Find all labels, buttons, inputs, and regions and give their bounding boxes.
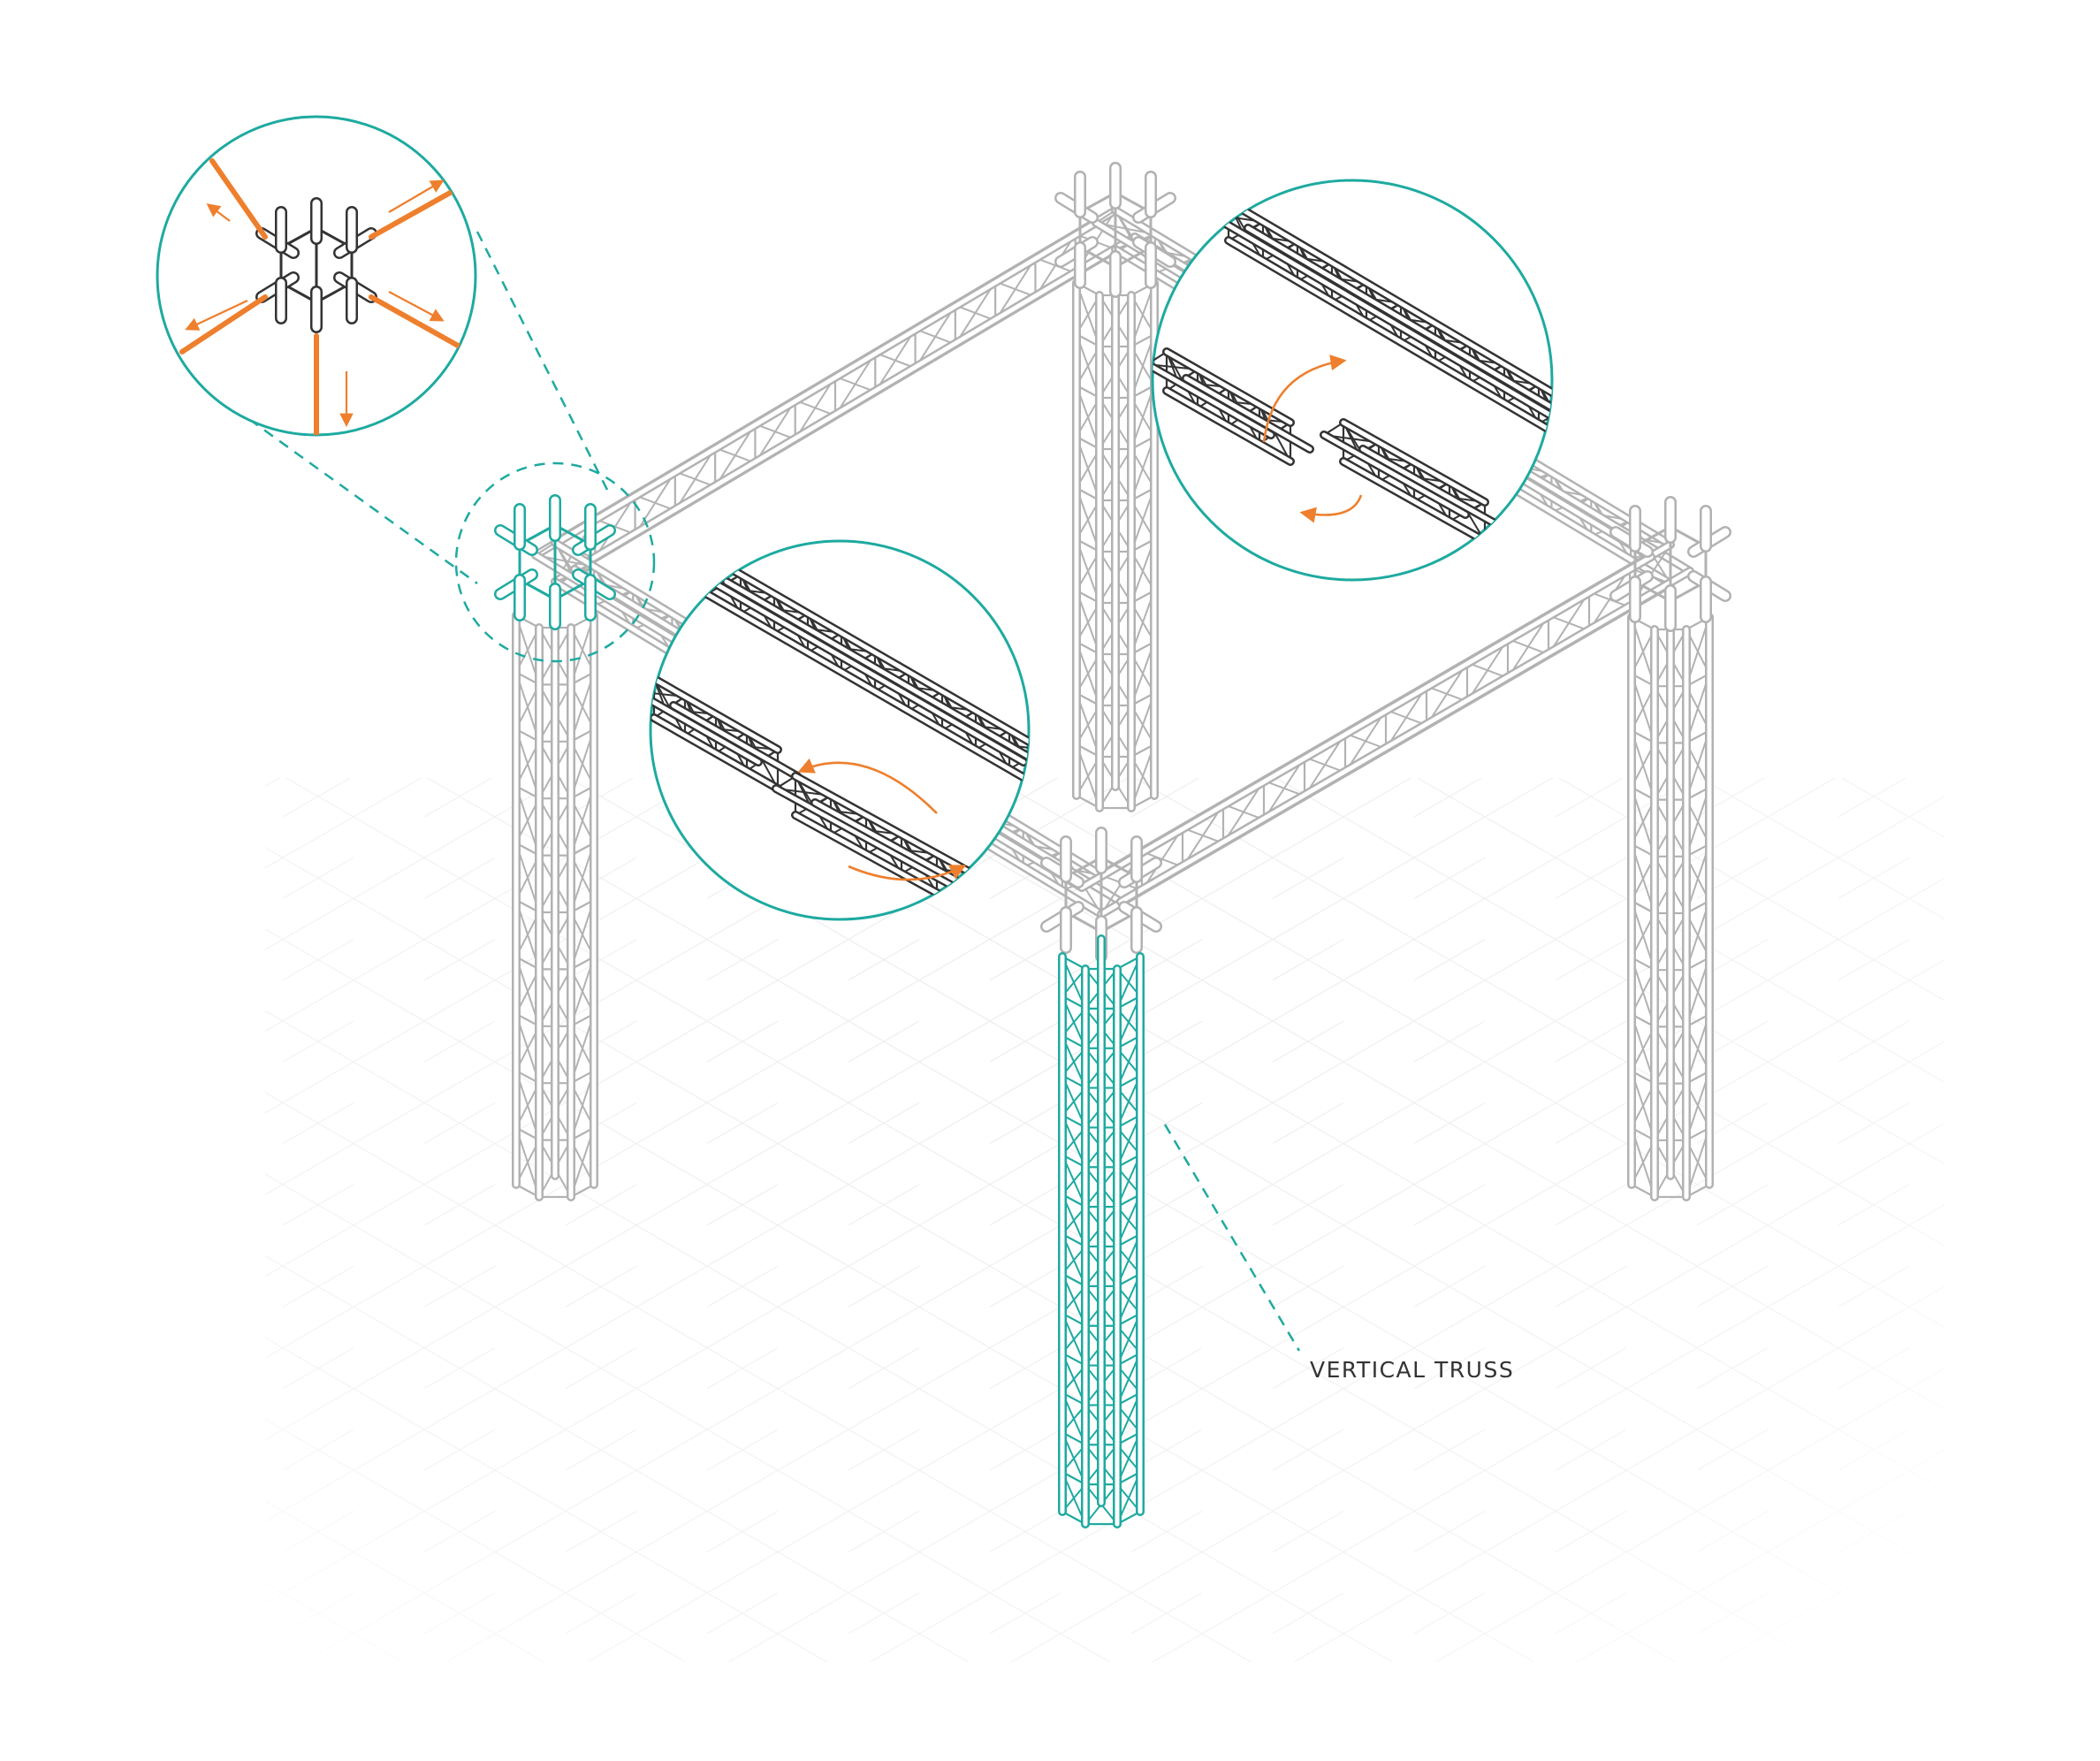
detail-beam-long-chord-core xyxy=(1245,225,1552,434)
beam-back-left-face-diagonal xyxy=(955,281,996,345)
beam-back-left-face-diagonal xyxy=(914,304,956,369)
detail-beam-left-stub-chord-core xyxy=(651,676,780,752)
beam-back-left-face-diagonal xyxy=(674,447,716,511)
detail-beam-long-top-rung xyxy=(687,554,708,568)
detail-beam-left-stub-chord-core xyxy=(1153,362,1274,438)
detail-beam-right-stub-chord-core xyxy=(773,786,955,888)
orange-tube xyxy=(209,158,268,240)
detail-beam-right-stub-chord-core xyxy=(1321,432,1468,517)
beam-back-left-face-diagonal xyxy=(834,352,877,416)
arrow-icon xyxy=(388,291,445,322)
beam-front-right-face-diagonal xyxy=(1182,804,1224,868)
beam-front-right-face-diagonal xyxy=(1263,756,1305,820)
detail-beam-long-face-diagonal xyxy=(1538,404,1552,424)
orange-tube xyxy=(369,294,462,349)
detail-beam-long-top-rung xyxy=(1208,201,1229,215)
beam-back-left-face-diagonal xyxy=(874,328,917,393)
leader-line-upper xyxy=(476,231,612,496)
detail-beam-long-face-diagonal xyxy=(1538,384,1552,445)
beam-front-right-face-diagonal xyxy=(1548,591,1590,655)
beam-front-right-face-diagonal xyxy=(1385,685,1427,750)
detail-beam-left-stub-top-rung xyxy=(651,678,655,692)
beam-back-left-face-diagonal xyxy=(1034,233,1077,298)
detail-beam-long-chord-core xyxy=(1226,238,1552,446)
beam-front-right-face-diagonal xyxy=(1507,614,1549,679)
detail-beam-left-stub-chord-core xyxy=(651,689,761,765)
beam-front-right-face-diagonal xyxy=(1141,827,1183,891)
detail-beam-top-content xyxy=(1153,197,1573,545)
beam-back-left-face-diagonal xyxy=(594,494,636,559)
detail-beam-right-stub-chord-core xyxy=(793,774,975,876)
callout-leaders xyxy=(233,231,1301,1352)
rotation-arrow-icon xyxy=(848,865,967,881)
highlighted-corner-block xyxy=(494,494,616,630)
detail-beam-long-chord-core xyxy=(685,565,1026,765)
beam-back-left-face-diagonal xyxy=(794,376,836,440)
detail-beam-left-stub-chord-core xyxy=(1164,349,1293,425)
beam-back-left-chord-core xyxy=(533,220,1099,558)
detail-beam-right-stub-chord-core xyxy=(1341,459,1488,544)
detail-circle-frame xyxy=(649,539,1031,921)
detail-corner-content xyxy=(179,158,462,435)
beam-front-right-face-diagonal xyxy=(1588,568,1631,631)
beam-front-right-face-diagonal xyxy=(1222,780,1265,844)
detail-beam-long-top-diagonal xyxy=(706,554,722,588)
beam-back-left-chord-core xyxy=(572,234,1138,572)
leader-line-lower xyxy=(233,407,478,585)
detail-beam-left-stub-chord-core xyxy=(1183,376,1312,452)
orange-tube xyxy=(179,294,268,354)
detail-beam-long-chord-core xyxy=(704,553,1029,752)
beam-front-right-face-diagonal xyxy=(1466,638,1509,703)
beam-back-left-face-diagonal xyxy=(754,400,796,464)
beam-back-left-face-diagonal xyxy=(634,470,676,535)
rotation-arrow-icon xyxy=(1299,494,1363,523)
beam-back-left-face-diagonal xyxy=(714,423,757,488)
detail-beam-left-stub-chord-core xyxy=(1164,388,1293,464)
beam-back-left-face-diagonal xyxy=(994,257,1037,322)
highlighted-vertical-truss xyxy=(1058,934,1145,1528)
detail-beam-long-top-rung xyxy=(1554,405,1573,417)
vertical-truss-label: VERTICAL TRUSS xyxy=(1310,1357,1515,1383)
beam-front-right-chord-core xyxy=(1079,554,1654,890)
detail-beam-long-chord-core xyxy=(704,591,1029,791)
detail-beam-long-chord-core xyxy=(1226,199,1552,408)
detail-beam-right-stub-chord-core xyxy=(1341,420,1488,505)
beam-front-right-face-diagonal xyxy=(1304,733,1346,797)
detail-beam-right-stub-chord-core xyxy=(1360,446,1507,531)
detail-beam-left-stub-chord-core xyxy=(671,703,800,779)
beam-front-right-face-diagonal xyxy=(1344,709,1387,774)
orange-tube xyxy=(369,185,462,240)
detail-beam-long-chord-core xyxy=(724,579,1029,779)
detail-beam-long-chord-core xyxy=(1206,211,1552,420)
vertical-truss-leader xyxy=(1163,1124,1301,1352)
corner-highlight-ring xyxy=(454,461,656,663)
arrow-icon xyxy=(185,300,248,331)
rotation-arrow-icon xyxy=(797,758,938,814)
arrow-icon xyxy=(206,203,231,222)
beam-front-right-face-diagonal xyxy=(1426,662,1468,726)
arrow-icon xyxy=(388,179,445,213)
detail-beam-left-stub-chord-core xyxy=(651,715,780,791)
detail-beam-connection-top xyxy=(1151,179,1573,582)
beam-front-right-chord-core xyxy=(1118,568,1693,904)
rotation-arrow-icon xyxy=(1262,354,1347,443)
detail-corner-block xyxy=(156,115,477,437)
